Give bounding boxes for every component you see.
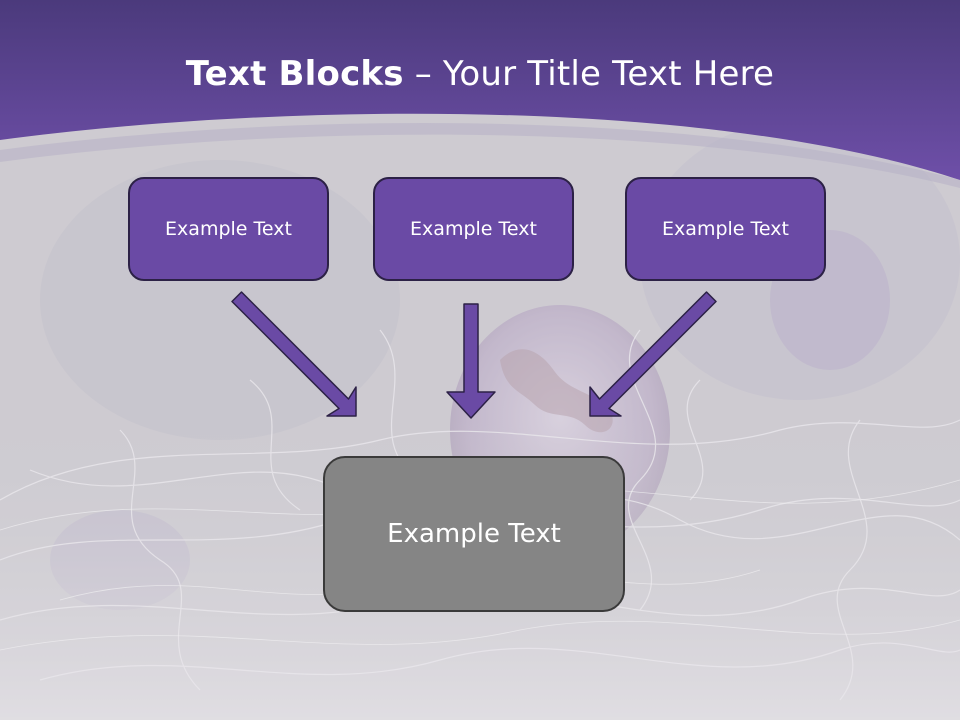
target-text-block-label: Example Text <box>387 519 561 549</box>
title-bold: Text Blocks <box>185 54 404 94</box>
text-block-1: Example Text <box>128 177 329 281</box>
title-separator: – <box>403 54 443 94</box>
arrow-left <box>231 291 357 417</box>
text-block-3-label: Example Text <box>662 218 789 240</box>
text-block-2-label: Example Text <box>410 218 537 240</box>
text-block-3: Example Text <box>625 177 826 281</box>
text-block-2: Example Text <box>373 177 574 281</box>
target-text-block: Example Text <box>323 456 625 612</box>
text-block-1-label: Example Text <box>165 218 292 240</box>
arrow-center <box>446 303 496 419</box>
slide-title: Text Blocks – Your Title Text Here <box>0 54 960 94</box>
header-band <box>0 0 960 188</box>
title-rest: Your Title Text Here <box>442 54 775 94</box>
arrow-right <box>589 291 717 417</box>
